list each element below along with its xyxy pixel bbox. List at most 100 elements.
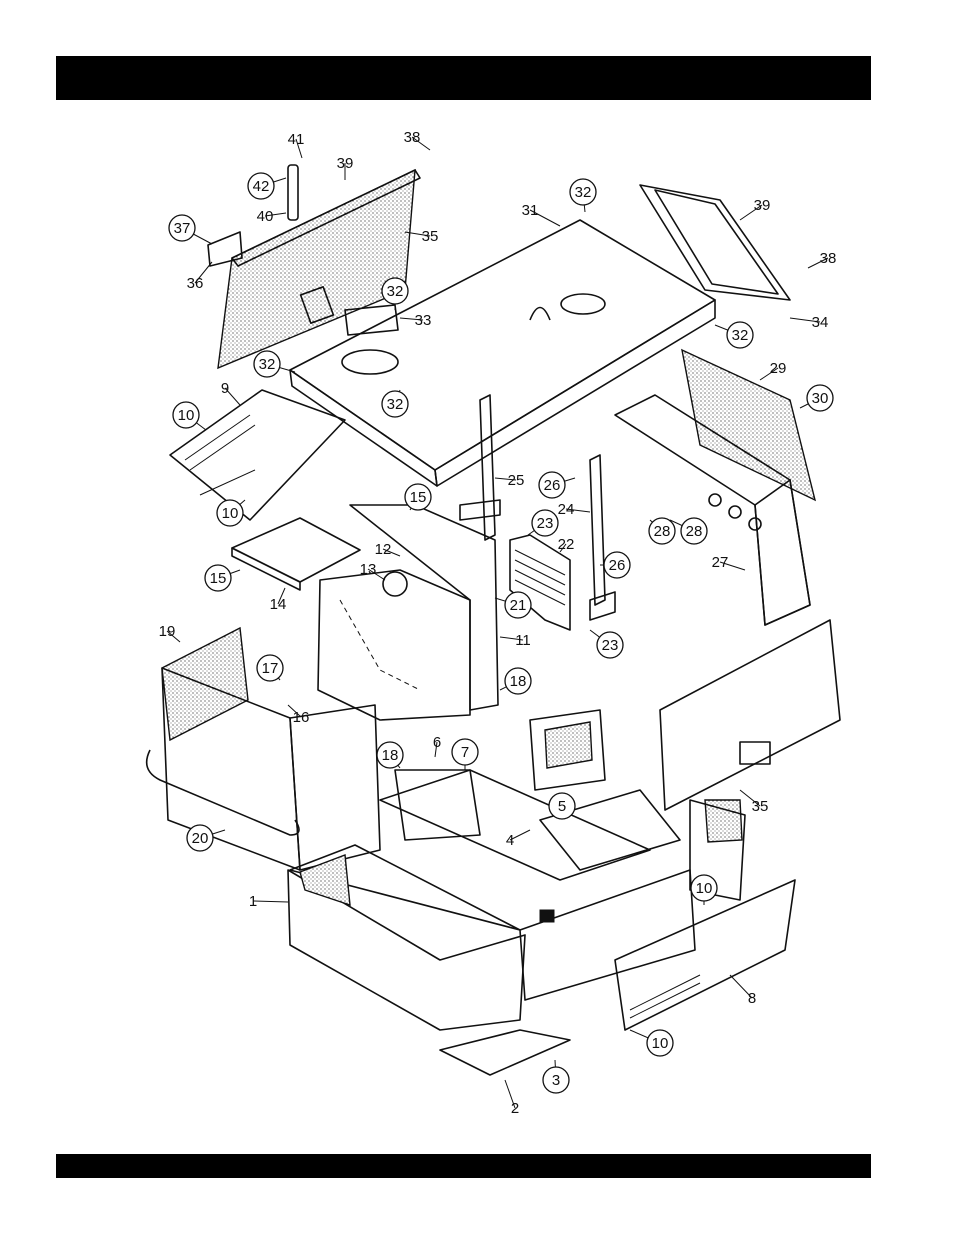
- part-35-side-door-right-lower: [660, 620, 840, 810]
- callout-label: 4: [506, 832, 514, 849]
- callout-11: 11: [500, 632, 531, 649]
- callout-label: 36: [187, 275, 204, 292]
- part-14-cover: [232, 518, 360, 590]
- callout-18: 18: [377, 742, 403, 768]
- callout-15: 15: [405, 484, 431, 510]
- callout-38: 38: [404, 129, 430, 150]
- callout-label: 34: [812, 314, 829, 331]
- callout-6: 6: [433, 734, 441, 757]
- part-24-26-brackets: [590, 455, 615, 620]
- callout-27: 27: [712, 554, 745, 571]
- callout-label: 32: [575, 184, 592, 201]
- callout-16: 16: [288, 705, 309, 726]
- callout-25: 25: [495, 472, 524, 489]
- part-40-handle: [288, 165, 298, 220]
- callout-35: 35: [740, 790, 768, 815]
- callout-19: 19: [159, 623, 180, 642]
- callout-label: 38: [820, 250, 837, 267]
- callout-label: 10: [178, 407, 195, 424]
- callout-label: 35: [422, 228, 439, 245]
- callout-4: 4: [506, 830, 530, 849]
- callout-10: 10: [691, 875, 717, 905]
- callout-label: 39: [754, 197, 771, 214]
- callout-label: 7: [461, 744, 469, 761]
- callout-label: 38: [404, 129, 421, 146]
- callout-label: 17: [262, 660, 279, 677]
- callout-label: 21: [510, 597, 527, 614]
- callout-label: 24: [558, 501, 575, 518]
- callout-42: 42: [248, 173, 286, 199]
- callout-38: 38: [808, 250, 836, 268]
- callout-26: 26: [539, 472, 575, 498]
- part-20-handle-bar: [147, 750, 299, 835]
- callout-label: 10: [652, 1035, 669, 1052]
- callout-label: 23: [537, 515, 554, 532]
- callout-28: 28: [649, 518, 675, 544]
- callout-20: 20: [187, 825, 225, 851]
- callout-21: 21: [495, 592, 531, 618]
- callout-label: 26: [609, 557, 626, 574]
- callout-label: 28: [686, 523, 703, 540]
- callout-label: 19: [159, 623, 176, 640]
- part-1-base-frame: [288, 710, 745, 1030]
- callout-label: 16: [293, 709, 310, 726]
- callout-label: 6: [433, 734, 441, 751]
- callout-label: 35: [752, 798, 769, 815]
- callout-23: 23: [590, 630, 623, 658]
- callout-label: 32: [259, 356, 276, 373]
- callout-33: 33: [400, 312, 431, 329]
- callout-label: 23: [602, 637, 619, 654]
- callout-31: 31: [522, 202, 560, 226]
- callout-32: 32: [570, 179, 596, 212]
- callout-label: 29: [770, 360, 787, 377]
- callout-label: 25: [508, 472, 525, 489]
- callout-label: 37: [174, 220, 191, 237]
- callout-2: 2: [505, 1080, 519, 1117]
- callout-7: 7: [452, 739, 478, 770]
- callout-label: 32: [732, 327, 749, 344]
- callout-22: 22: [558, 536, 575, 553]
- callout-label: 32: [387, 396, 404, 413]
- callout-label: 1: [249, 893, 257, 910]
- callout-23: 23: [528, 510, 558, 536]
- callout-30: 30: [800, 385, 833, 411]
- callout-14: 14: [270, 588, 287, 613]
- callout-label: 40: [257, 208, 274, 225]
- callout-41: 41: [288, 131, 305, 158]
- callout-leader: [253, 901, 288, 902]
- callout-32: 32: [715, 322, 753, 348]
- callout-39: 39: [337, 155, 354, 180]
- callout-label: 15: [410, 489, 427, 506]
- callout-label: 30: [812, 390, 829, 407]
- callout-label: 27: [712, 554, 729, 571]
- callout-label: 10: [696, 880, 713, 897]
- callout-32: 32: [254, 351, 295, 377]
- callout-label: 18: [382, 747, 399, 764]
- callout-40: 40: [257, 208, 286, 225]
- callout-39: 39: [740, 197, 770, 220]
- callout-label: 28: [654, 523, 671, 540]
- part-8-side-panel: [615, 880, 795, 1030]
- callout-13: 13: [360, 561, 385, 580]
- callout-12: 12: [375, 541, 400, 558]
- callout-36: 36: [187, 262, 212, 292]
- part-11-tank: [318, 505, 498, 720]
- callout-29: 29: [760, 360, 786, 380]
- callout-10: 10: [217, 500, 245, 526]
- callout-label: 2: [511, 1100, 519, 1117]
- callout-label: 14: [270, 596, 287, 613]
- callout-9: 9: [221, 380, 240, 405]
- callout-label: 10: [222, 505, 239, 522]
- callout-8: 8: [730, 975, 756, 1007]
- callout-1: 1: [249, 893, 288, 910]
- callout-34: 34: [790, 314, 828, 331]
- callout-label: 26: [544, 477, 561, 494]
- callout-label: 20: [192, 830, 209, 847]
- callout-32: 32: [382, 390, 408, 417]
- callout-5: 5: [549, 793, 575, 819]
- callout-17: 17: [257, 655, 283, 681]
- callout-label: 11: [515, 632, 531, 649]
- callout-label: 8: [748, 990, 756, 1007]
- callout-label: 22: [558, 536, 575, 553]
- callout-label: 18: [510, 673, 527, 690]
